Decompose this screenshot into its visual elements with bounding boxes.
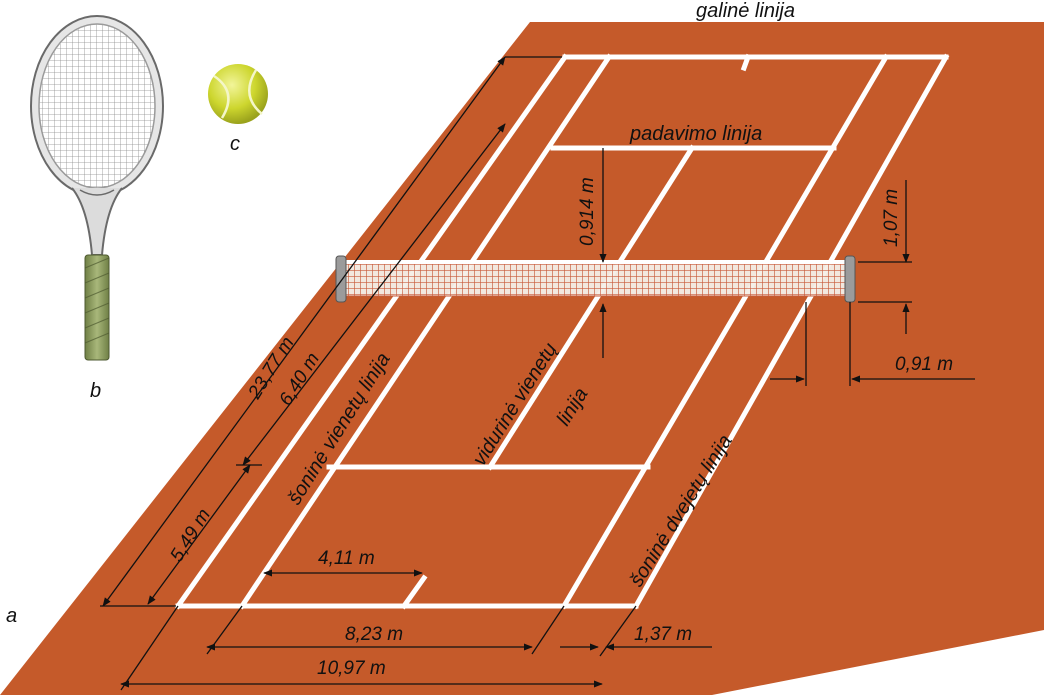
dimension-lines: [100, 56, 975, 691]
dim-singles-width-label: 8,23 m: [345, 624, 403, 645]
center-service-line: [486, 144, 696, 471]
panel-label-b: b: [90, 380, 101, 402]
panel-label-c: c: [230, 133, 240, 155]
service-line-label: padavimo linija: [629, 123, 762, 145]
net-post-right: [844, 255, 856, 303]
dim-doubles-width-label: 10,97 m: [317, 658, 386, 679]
net: [335, 255, 856, 303]
panel-label-a: a: [6, 605, 17, 627]
dim-net-center-height-label: 0,914 m: [577, 177, 598, 246]
dim-alley-width-label: 1,37 m: [634, 624, 692, 645]
dim-half-singles-width-label: 4,11 m: [318, 548, 375, 569]
dim-post-offset-label: 0,91 m: [895, 354, 953, 375]
net-post-left: [335, 255, 347, 303]
baseline-label: galinė linija: [696, 0, 795, 22]
center-mark-far: [740, 53, 752, 72]
net-mesh: [342, 262, 850, 296]
doubles-sideline-right: [632, 53, 950, 610]
racket-illustration: [30, 15, 164, 361]
dim-net-post-height-label: 1,07 m: [881, 189, 902, 247]
tennis-ball-illustration: [208, 64, 268, 124]
